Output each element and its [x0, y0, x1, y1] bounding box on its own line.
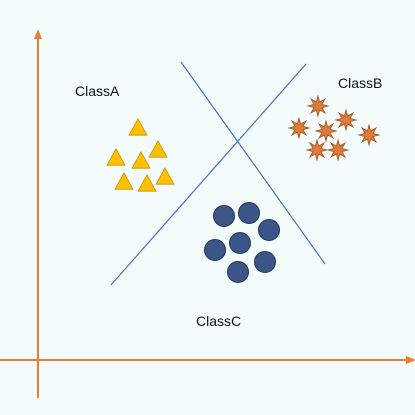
star-icon — [305, 138, 329, 162]
class-a-cluster — [106, 118, 175, 192]
class-b-cluster — [287, 94, 381, 162]
circle-icon — [238, 202, 260, 224]
star-icon — [326, 138, 350, 162]
circle-icon — [213, 205, 235, 227]
triangle-icon — [155, 167, 175, 185]
triangle-icon — [106, 148, 126, 166]
triangle-icon — [148, 140, 168, 158]
class-c-cluster — [204, 202, 280, 283]
circle-icon — [254, 251, 276, 273]
star-icon — [314, 119, 338, 143]
class-a-label: ClassA — [75, 83, 120, 99]
decision-boundary-2 — [110, 63, 307, 286]
circle-icon — [229, 232, 251, 254]
class-b-label: ClassB — [338, 75, 382, 91]
triangle-icon — [131, 151, 151, 169]
circle-icon — [204, 239, 226, 261]
circle-icon — [258, 219, 280, 241]
star-icon — [357, 123, 381, 147]
star-icon — [287, 116, 311, 140]
triangle-icon — [128, 118, 148, 136]
decision-boundary-1 — [180, 61, 326, 265]
star-icon — [306, 94, 330, 118]
circle-icon — [227, 261, 249, 283]
triangle-icon — [137, 174, 157, 192]
triangle-icon — [114, 172, 134, 190]
star-icon — [334, 108, 358, 132]
class-c-label: ClassC — [196, 313, 241, 329]
